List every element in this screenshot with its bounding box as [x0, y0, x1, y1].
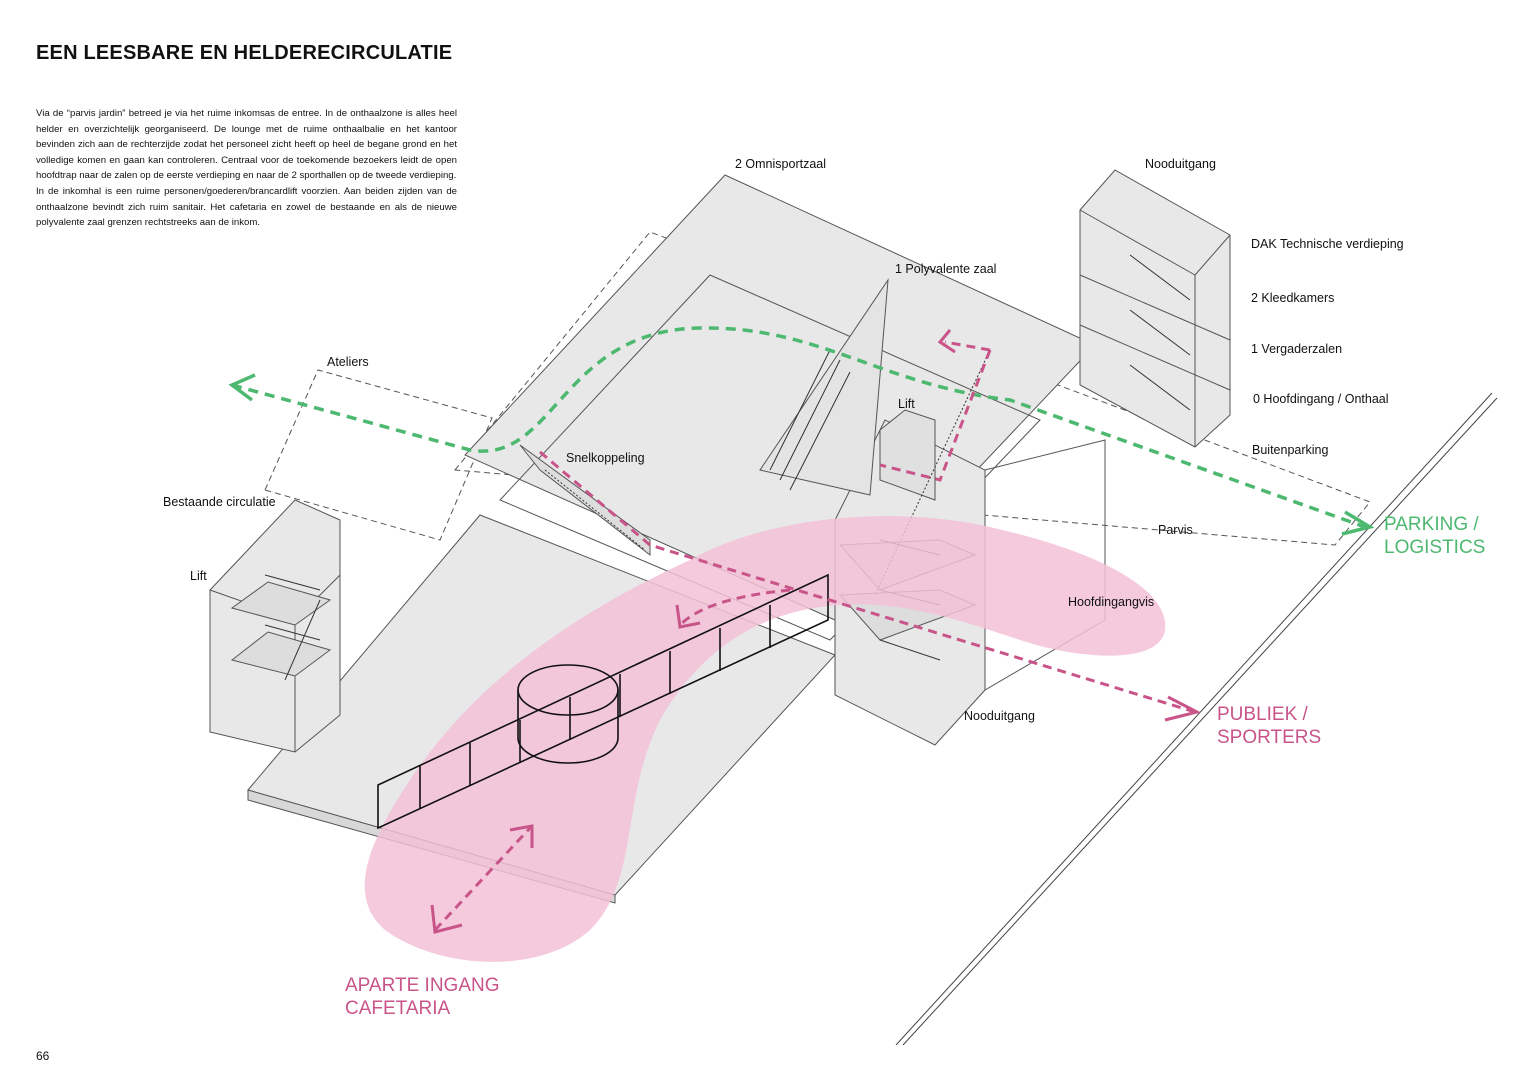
label-nooduitgang-top: Nooduitgang	[1145, 157, 1216, 171]
intro-paragraph: In de inkomhal is een ruime personen/goe…	[36, 185, 457, 229]
logistics-flow-path	[231, 326, 1369, 530]
label-parvis: Parvis	[1158, 523, 1193, 537]
label-buitenparking: Buitenparking	[1252, 443, 1329, 457]
road-line	[895, 392, 1493, 1046]
ateliers-outline	[264, 369, 493, 541]
label-polyvalente: 1 Polyvalente zaal	[895, 262, 997, 276]
arrow-head-icon	[228, 373, 256, 402]
label-lift-left: Lift	[190, 569, 207, 583]
glass-railing	[377, 573, 829, 830]
label-nooduitgang-bottom: Nooduitgang	[964, 709, 1035, 723]
intro-paragraph: Via de “parvis jardin” betreed je via he…	[36, 108, 457, 182]
road-line	[902, 397, 1498, 1046]
page-title: EEN LEESBARE EN HELDERECIRCULATIE	[36, 42, 453, 64]
stair-tower-right	[1079, 169, 1231, 448]
intro-text: Via de “parvis jardin” betreed je via he…	[36, 106, 457, 231]
label-lift-center: Lift	[898, 397, 915, 411]
existing-circulation-box	[209, 499, 341, 753]
flow-label-line: CAFETARIA	[345, 998, 451, 1019]
flow-label-parking: PARKING / LOGISTICS	[1384, 513, 1485, 559]
label-hoofdingangvis: Hoofdingangvis	[1068, 595, 1155, 609]
label-snelkoppeling: Snelkoppeling	[566, 451, 645, 465]
page-number: 66	[36, 1049, 50, 1063]
label-dak: DAK Technische verdieping	[1251, 237, 1404, 251]
flow-label-line: PUBLIEK /	[1217, 704, 1308, 725]
flow-label-line: LOGISTICS	[1384, 537, 1486, 558]
parking-outline	[454, 231, 1371, 546]
public-zone-highlight	[364, 516, 1166, 962]
label-ateliers: Ateliers	[327, 355, 369, 369]
label-hoofdingang: 0 Hoofdingang / Onthaal	[1253, 392, 1389, 406]
arrow-head-icon	[430, 329, 1202, 934]
flow-label-line: APARTE INGANG	[345, 975, 500, 996]
main-stair	[759, 278, 889, 496]
label-bestaande-circulatie: Bestaande circulatie	[163, 495, 276, 509]
flow-label-line: PARKING /	[1384, 514, 1479, 535]
public-flow-paths	[433, 340, 1196, 932]
building-volumes	[209, 169, 1498, 1046]
label-vergaderzalen: 1 Vergaderzalen	[1251, 342, 1343, 356]
label-omnisportzaal: 2 Omnisportzaal	[735, 157, 827, 171]
flow-label-cafetaria: APARTE INGANG CAFETARIA	[345, 974, 500, 1020]
flow-label-line: SPORTERS	[1217, 727, 1322, 748]
label-kleedkamers: 2 Kleedkamers	[1251, 291, 1335, 305]
arrow-head-icon	[1341, 510, 1375, 536]
flow-label-publiek: PUBLIEK / SPORTERS	[1217, 703, 1321, 749]
